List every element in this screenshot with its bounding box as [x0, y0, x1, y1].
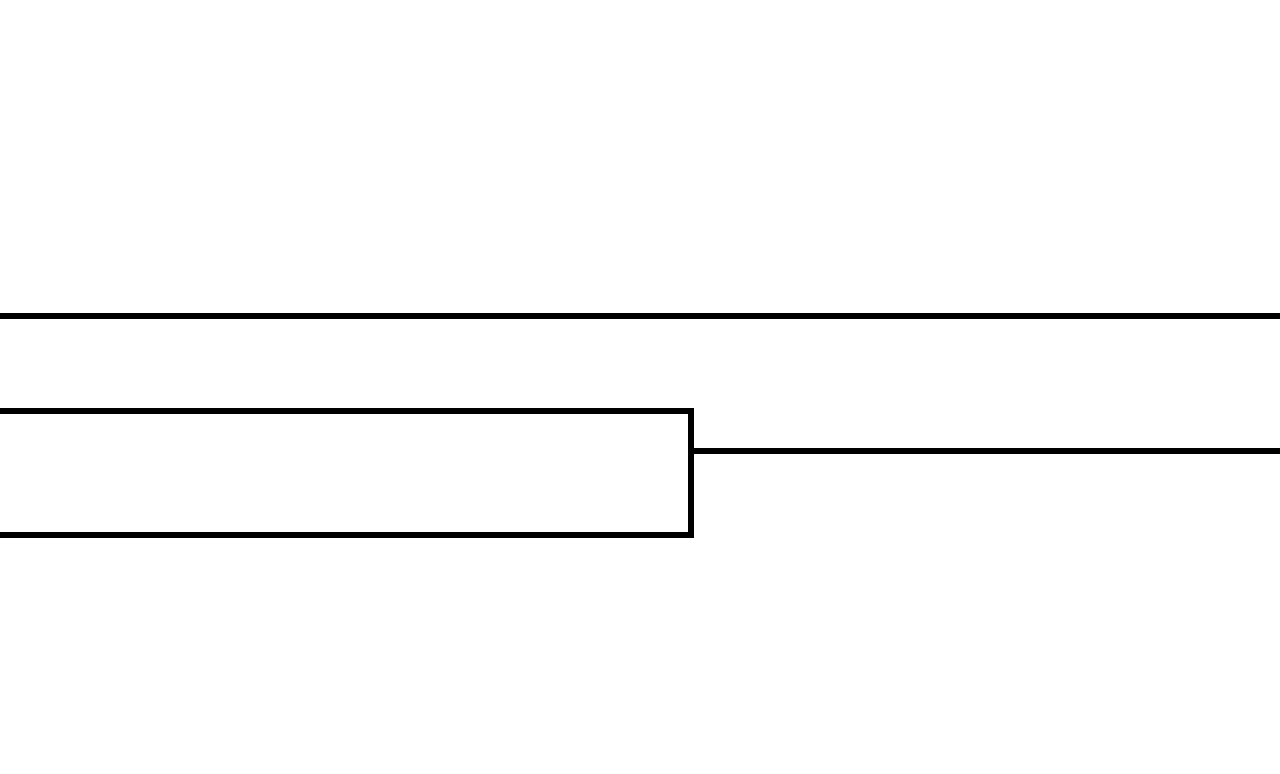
left-bracket-box: [0, 408, 694, 538]
